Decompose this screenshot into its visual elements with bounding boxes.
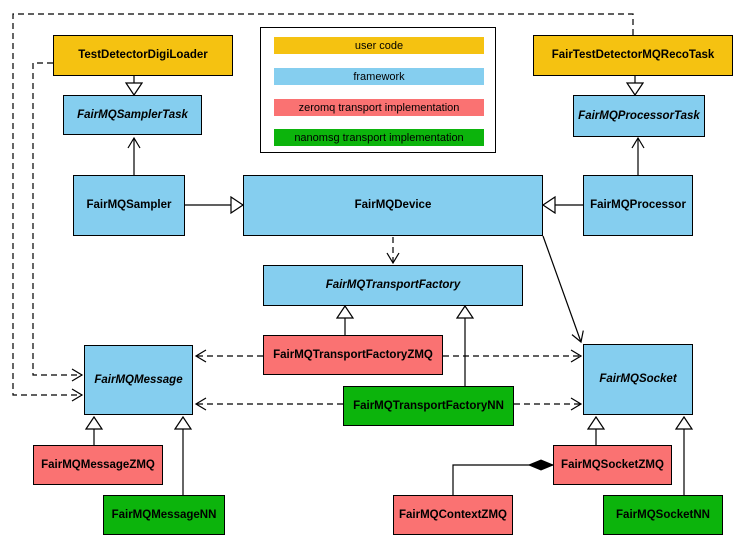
node-fairmqdevice: FairMQDevice: [243, 175, 543, 236]
node-fairmqmessagenn: FairMQMessageNN: [103, 495, 225, 535]
node-label: FairMQSamplerTask: [77, 108, 188, 121]
legend-item-zeromq: zeromq transport implementation: [274, 99, 484, 116]
node-fairmqsampler: FairMQSampler: [73, 175, 185, 236]
node-fairmqprocessor: FairMQProcessor: [583, 175, 693, 236]
legend-label: nanomsg transport implementation: [294, 131, 464, 144]
node-label: FairMQDevice: [354, 199, 432, 212]
edge-association-device-socket: [542, 235, 584, 344]
node-fairmqtransportfactoryzmq: FairMQTransportFactoryZMQ: [263, 335, 443, 375]
edge-dependency-recotask-message: [12, 13, 634, 402]
node-fairtestdetectormqrecotask: FairTestDetectorMQRecoTask: [533, 35, 733, 76]
legend-box: user code framework zeromq transport imp…: [260, 27, 496, 153]
edge-dependency-digiloader-message: [32, 62, 84, 382]
node-fairmqsocket: FairMQSocket: [583, 344, 693, 415]
legend-label: framework: [353, 70, 405, 83]
node-label: FairMQTransportFactoryNN: [353, 399, 504, 412]
node-fairmqcontextzmq: FairMQContextZMQ: [393, 495, 513, 535]
node-label: FairTestDetectorMQRecoTask: [551, 49, 715, 62]
node-fairmqtransportfactorynn: FairMQTransportFactoryNN: [343, 386, 514, 426]
node-label: FairMQTransportFactoryZMQ: [273, 348, 433, 361]
node-label: FairMQSampler: [86, 199, 172, 212]
node-label: FairMQSocket: [599, 373, 677, 386]
node-fairmqsocketzmq: FairMQSocketZMQ: [553, 445, 672, 485]
edge-composition-contextzmq-socketzmq: [452, 465, 553, 495]
node-fairmqsocketnn: FairMQSocketNN: [603, 495, 723, 535]
legend-item-framework: framework: [274, 68, 484, 85]
node-label: FairMQMessageNN: [111, 508, 217, 521]
node-label: FairMQProcessorTask: [578, 109, 700, 122]
node-label: FairMQContextZMQ: [399, 508, 507, 521]
legend-label: zeromq transport implementation: [298, 101, 460, 114]
node-label: FairMQMessage: [94, 373, 183, 386]
node-testdetectordigiloader: TestDetectorDigiLoader: [53, 35, 233, 76]
legend-item-nanomsg: nanomsg transport implementation: [274, 129, 484, 146]
node-fairmqtransportfactory: FairMQTransportFactory: [263, 265, 523, 306]
legend-label: user code: [354, 39, 404, 52]
legend-item-user-code: user code: [274, 37, 484, 54]
node-fairmqmessage: FairMQMessage: [84, 345, 193, 415]
node-fairmqmessagezmq: FairMQMessageZMQ: [33, 445, 163, 485]
node-label: FairMQSocketNN: [616, 508, 710, 521]
node-label: FairMQSocketZMQ: [561, 458, 664, 471]
node-label: FairMQTransportFactory: [325, 279, 461, 292]
node-label: TestDetectorDigiLoader: [78, 49, 208, 62]
node-fairmqsamplertask: FairMQSamplerTask: [63, 95, 202, 135]
node-label: FairMQProcessor: [590, 199, 686, 212]
node-fairmqprocessortask: FairMQProcessorTask: [573, 95, 705, 137]
node-label: FairMQMessageZMQ: [41, 458, 155, 471]
